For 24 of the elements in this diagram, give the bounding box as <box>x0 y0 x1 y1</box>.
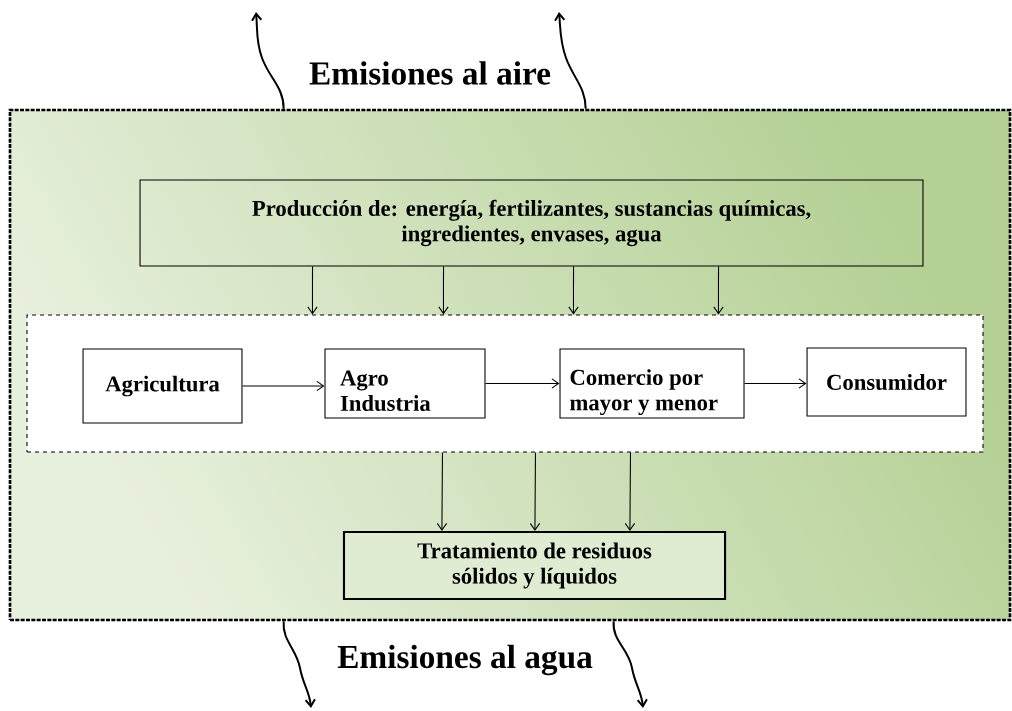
arrow <box>438 266 449 315</box>
arrow <box>251 12 285 110</box>
arrow <box>282 620 316 708</box>
arrow <box>624 452 636 531</box>
arrow <box>241 380 325 392</box>
arrow <box>529 452 541 531</box>
process-box: Consumidor <box>806 347 967 417</box>
arrow <box>612 620 648 708</box>
process-box: Producción de: energía, fertilizantes, sustancias químicas, ingredientes, envases, agua <box>139 179 924 267</box>
process-box: Agricultura <box>82 348 243 424</box>
arrow <box>713 266 724 315</box>
arrow <box>485 378 560 389</box>
arrow <box>568 266 579 315</box>
arrow <box>744 378 807 389</box>
heading: Emisiones al agua <box>337 644 593 676</box>
arrow <box>436 452 448 531</box>
arrow <box>554 12 587 110</box>
panel-background <box>8 108 1012 622</box>
heading: Emisiones al aire <box>309 61 551 85</box>
dashed-group-box <box>26 314 984 453</box>
process-box: Comercio por mayor y menor <box>559 348 745 419</box>
arrow <box>307 266 318 315</box>
process-box: Tratamiento de residuos sólidos y líquidos <box>342 530 727 601</box>
process-box: Agro Industria <box>324 348 486 419</box>
